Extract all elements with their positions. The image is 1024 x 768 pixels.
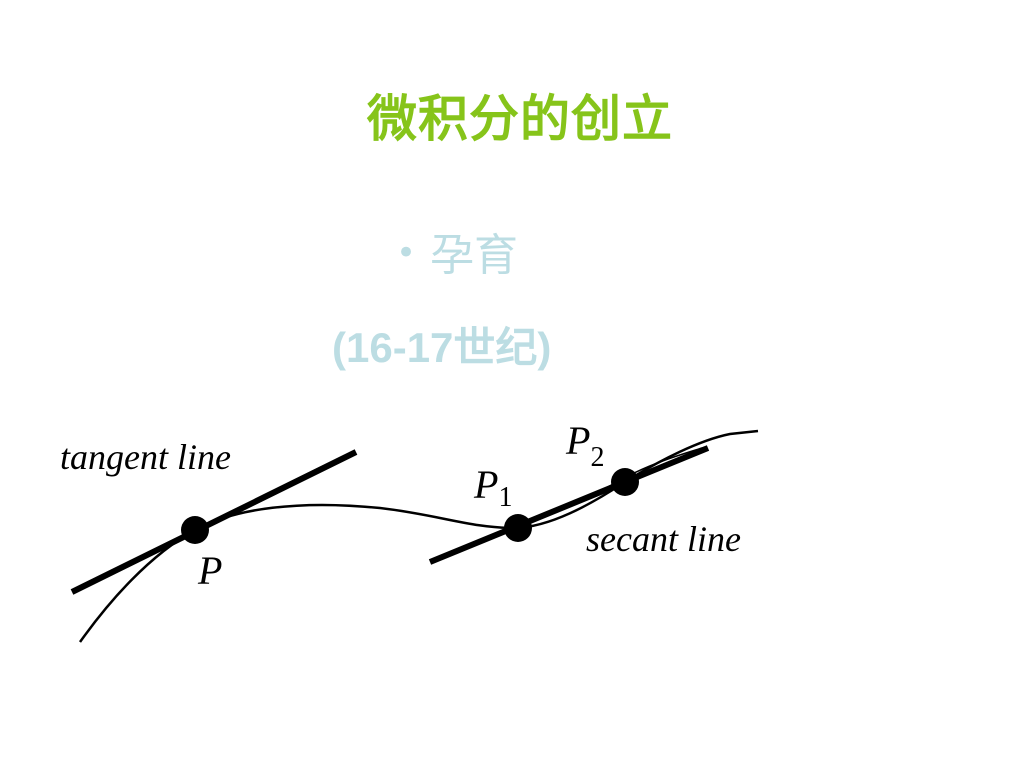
secant-line xyxy=(428,445,710,565)
point-p1-subscript: 1 xyxy=(498,482,512,513)
secant-line-label: secant line xyxy=(586,519,741,559)
point-p2 xyxy=(611,468,639,496)
point-p-label: P xyxy=(197,548,222,593)
bullet-symbol: • xyxy=(396,233,417,273)
bullet-item: • 孕育 xyxy=(396,230,519,281)
tangent-line-label: tangent line xyxy=(60,437,231,477)
point-p1 xyxy=(504,514,532,542)
tangent-line xyxy=(70,449,358,595)
point-p1-letter: P xyxy=(473,462,498,507)
point-p2-label: P2 xyxy=(565,418,604,473)
period-text: (16-17世纪) xyxy=(332,324,552,371)
slide-title: 微积分的创立 xyxy=(367,90,673,148)
point-p xyxy=(181,516,209,544)
bullet-text: 孕育 xyxy=(430,230,519,281)
point-p2-subscript: 2 xyxy=(590,442,604,473)
point-p1-label: P1 xyxy=(473,462,512,513)
point-p2-letter: P xyxy=(565,418,590,463)
